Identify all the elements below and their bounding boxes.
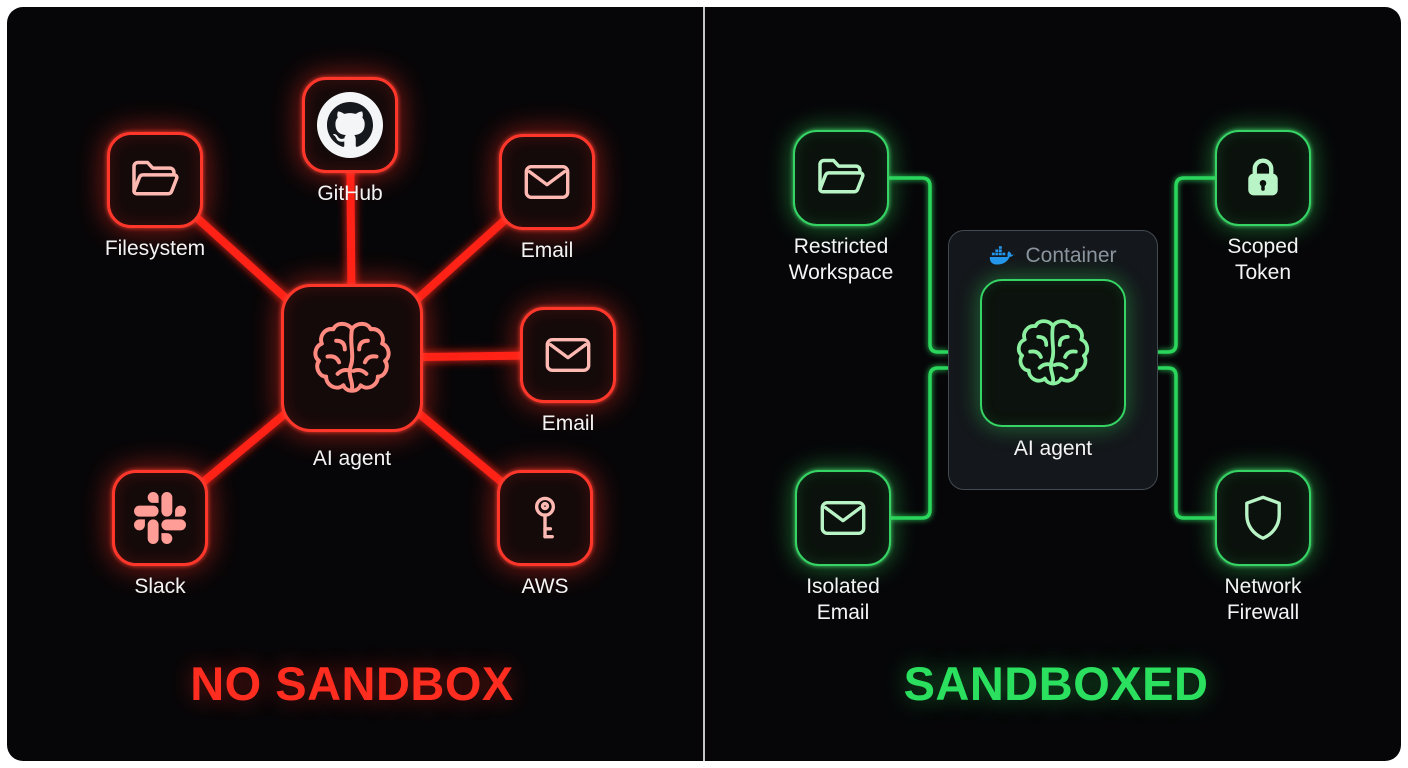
node-github [302,77,398,173]
node-label-email-top: Email [520,239,574,262]
left-panel-title: NO SANDBOX [190,657,514,710]
right-connectors [889,176,1215,520]
node-restricted-workspace [793,130,889,226]
node-label-restricted-workspace: Restricted Workspace [788,235,894,285]
node-label-github: GitHub [317,182,383,205]
node-label-aws: AWS [521,575,569,598]
node-label-email-right: Email [541,412,595,435]
shield-icon [1236,491,1290,545]
node-network-firewall [1215,470,1311,566]
node-label-isolated-email: Isolated Email [806,575,880,625]
docker-icon [989,246,1016,266]
brain-icon [306,312,398,404]
folder-icon [813,150,869,206]
node-label-slack: Slack [134,575,186,598]
folder-icon [127,152,183,208]
key-icon [518,491,572,545]
ai-agent-label-left: AI agent [312,447,392,470]
node-email-top [499,134,595,230]
node-label-filesystem: Filesystem [104,237,206,260]
node-filesystem [107,132,203,228]
slack-icon [134,492,186,544]
envelope-icon [541,328,595,382]
node-aws [497,470,593,566]
panel-divider [703,7,705,761]
node-scoped-token [1215,130,1311,226]
container-box: Container AI agent [948,230,1158,490]
node-slack [112,470,208,566]
envelope-icon [816,491,870,545]
node-ai-agent-right [980,279,1126,427]
node-label-scoped-token: Scoped Token [1227,235,1299,285]
ai-agent-label-right: AI agent [1013,437,1093,460]
container-label: Container [1025,244,1117,267]
right-panel-title: SANDBOXED [903,657,1209,710]
github-icon [317,92,383,158]
container-header: Container [949,231,1157,268]
lock-icon [1237,152,1289,204]
brain-icon [1010,310,1096,396]
node-ai-agent-left [281,284,423,432]
node-isolated-email [795,470,891,566]
node-email-right [520,307,616,403]
envelope-icon [520,155,574,209]
node-label-network-firewall: Network Firewall [1224,575,1302,625]
